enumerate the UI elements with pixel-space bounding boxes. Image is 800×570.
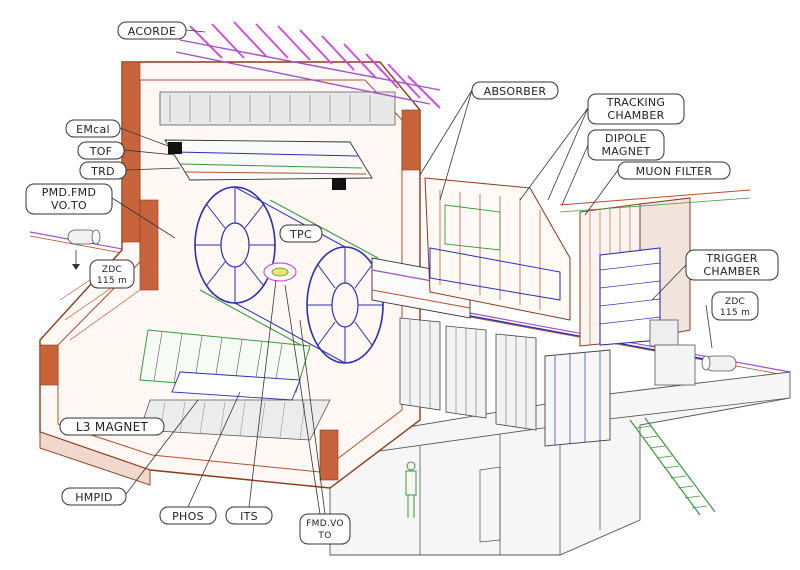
trigger-chambers: [544, 247, 696, 447]
svg-text:CHAMBER: CHAMBER: [703, 265, 760, 278]
svg-text:HMPID: HMPID: [75, 491, 113, 504]
svg-text:EMcal: EMcal: [76, 123, 110, 136]
label-tracking-chamber: TRACKING CHAMBER: [519, 93, 685, 201]
dipole-magnet: [424, 177, 571, 321]
svg-text:TRIGGER: TRIGGER: [705, 252, 757, 265]
svg-text:ITS: ITS: [240, 510, 258, 523]
svg-text:PMD.FMD: PMD.FMD: [42, 186, 96, 199]
tpc-wheels: [194, 186, 384, 364]
svg-text:CHAMBER: CHAMBER: [607, 109, 664, 122]
label-tpc: TPC: [279, 224, 323, 243]
label-pmd-fmd: PMD.FMD VO.TO: [25, 183, 176, 239]
svg-text:ABSORBER: ABSORBER: [484, 85, 547, 98]
svg-text:TOF: TOF: [89, 145, 113, 158]
label-zdc-right: ZDC 115 m: [705, 291, 759, 349]
svg-text:DIPOLE: DIPOLE: [605, 132, 647, 145]
svg-text:PHOS: PHOS: [172, 510, 204, 523]
label-hmpid: HMPID: [61, 399, 199, 506]
svg-text:TO: TO: [317, 531, 331, 541]
label-tof: TOF: [77, 141, 176, 160]
svg-text:115 m: 115 m: [720, 308, 750, 318]
svg-text:MUON FILTER: MUON FILTER: [636, 165, 713, 178]
svg-text:TRD: TRD: [90, 165, 115, 178]
label-dipole-magnet: DIPOLE MAGNET: [561, 129, 665, 206]
svg-text:ACORDE: ACORDE: [128, 25, 177, 38]
acorde-array: [175, 21, 441, 109]
zdc-left-cylinder: [67, 229, 101, 245]
label-phos: PHOS: [159, 391, 241, 525]
label-l3-magnet: L3 MAGNET: [59, 417, 165, 436]
label-zdc-left: ZDC 115 m: [72, 250, 135, 289]
svg-text:115 m: 115 m: [97, 276, 127, 286]
label-trigger-chamber: TRIGGER CHAMBER: [651, 249, 779, 301]
floor-platform: [329, 371, 791, 556]
label-muon-filter: MUON FILTER: [584, 161, 731, 216]
label-fmd-vo: FMD.VO TO: [284, 284, 351, 545]
staircase: [629, 417, 716, 516]
person-scale-figure: [405, 461, 417, 518]
svg-text:MAGNET: MAGNET: [601, 145, 650, 158]
svg-text:FMD.VO: FMD.VO: [306, 519, 344, 529]
label-acorde: ACORDE: [117, 21, 206, 40]
label-its: ITS: [225, 279, 277, 525]
label-absorber: ABSORBER: [419, 81, 559, 201]
phos-hmpid-modules: [139, 329, 311, 401]
svg-text:L3 MAGNET: L3 MAGNET: [76, 420, 149, 434]
its-core: [263, 262, 297, 282]
label-emcal: EMcal: [65, 119, 169, 147]
svg-text:TPC: TPC: [289, 228, 312, 241]
svg-text:VO.TO: VO.TO: [51, 199, 87, 212]
svg-text:ZDC: ZDC: [725, 297, 745, 307]
svg-text:ZDC: ZDC: [102, 265, 122, 275]
label-trd: TRD: [79, 161, 181, 180]
tracking-chambers: [399, 317, 537, 431]
zdc-right-cylinder: [701, 355, 737, 372]
svg-text:TRACKING: TRACKING: [606, 96, 666, 109]
tof-trd-barrel: [164, 139, 373, 190]
